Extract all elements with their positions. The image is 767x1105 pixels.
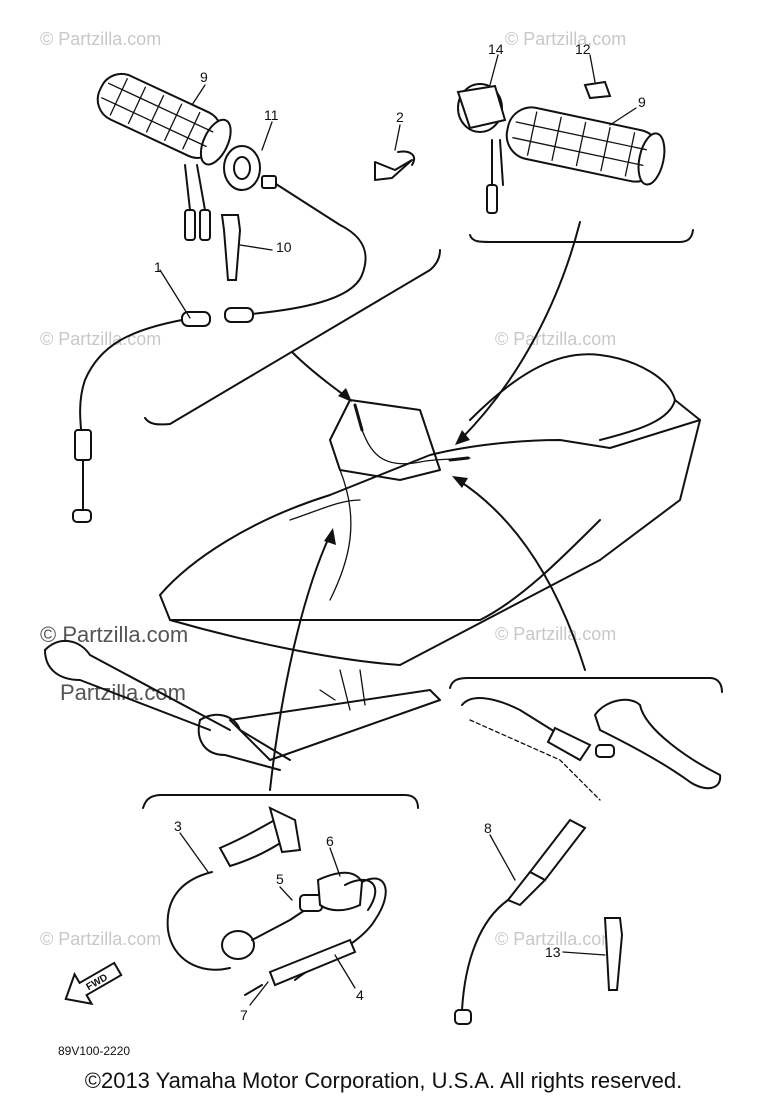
callout-11: 11 bbox=[264, 107, 279, 123]
callout-4: 4 bbox=[356, 987, 364, 1003]
watermark: © Partzilla.com bbox=[40, 929, 161, 949]
watermark: © Partzilla.com bbox=[40, 29, 161, 49]
throttle-grip-group bbox=[72, 72, 416, 523]
callout-8: 8 bbox=[484, 820, 492, 836]
callout-7: 7 bbox=[240, 1007, 248, 1023]
callout-13: 13 bbox=[545, 944, 561, 960]
callout-leaders bbox=[159, 54, 637, 1006]
callout-10: 10 bbox=[276, 239, 292, 255]
grip-part bbox=[505, 106, 666, 186]
callout-14: 14 bbox=[488, 41, 504, 57]
callout-9: 9 bbox=[200, 69, 208, 85]
kill-switch-group bbox=[166, 806, 387, 996]
watermark-main-2: Partzilla.com bbox=[60, 680, 186, 705]
callout-1: 1 bbox=[154, 259, 162, 275]
diagram-code: 89V100-2220 bbox=[58, 1044, 130, 1058]
callout-6: 6 bbox=[326, 833, 334, 849]
watermark: © Partzilla.com bbox=[495, 624, 616, 644]
watermark: © Partzilla.com bbox=[495, 329, 616, 349]
watermark: © Partzilla.com bbox=[40, 329, 161, 349]
callout-5: 5 bbox=[276, 871, 284, 887]
callout-2: 2 bbox=[396, 109, 404, 125]
leader-arrows bbox=[269, 221, 586, 791]
brake-cable-group bbox=[454, 697, 722, 1025]
watermark: © Partzilla.com bbox=[505, 29, 626, 49]
watermark-main: © Partzilla.com bbox=[40, 622, 188, 647]
right-grip-group bbox=[456, 80, 666, 214]
snowmobile-illustration bbox=[44, 353, 701, 771]
watermarks: © Partzilla.com © Partzilla.com © Partzi… bbox=[40, 29, 626, 949]
callout-12: 12 bbox=[575, 41, 591, 57]
group-brackets bbox=[142, 229, 723, 809]
copyright-notice: ©2013 Yamaha Motor Corporation, U.S.A. A… bbox=[84, 1068, 683, 1093]
forward-arrow-icon: FWD bbox=[64, 961, 123, 1006]
callout-9b: 9 bbox=[638, 94, 646, 110]
watermark: © Partzilla.com bbox=[495, 929, 616, 949]
callouts: 9 11 2 10 1 14 12 9 3 5 6 7 4 8 13 89V10… bbox=[58, 41, 646, 1058]
callout-3: 3 bbox=[174, 818, 182, 834]
grip-part bbox=[96, 72, 232, 166]
